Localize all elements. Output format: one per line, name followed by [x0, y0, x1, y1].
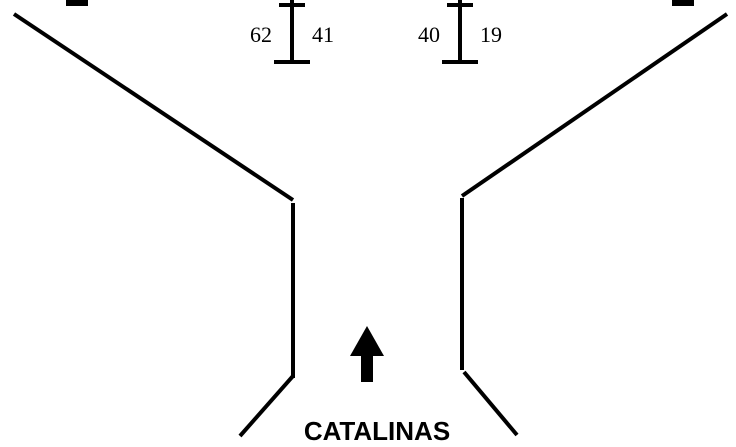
road-right-outline — [460, 12, 729, 198]
marker-right-value: 19 — [480, 22, 502, 47]
direction-label: CATALINAS — [304, 416, 450, 446]
marker-left-value: 40 — [418, 22, 440, 47]
kilometer-marker: 40 19 — [418, 0, 502, 64]
marker-right-value: 41 — [312, 22, 334, 47]
kilometer-marker: 62 41 — [250, 0, 334, 64]
up-arrow-icon — [350, 326, 384, 382]
road-left-outline — [12, 12, 295, 202]
road-right-exit — [462, 370, 519, 437]
road-left-exit — [238, 374, 295, 438]
marker-left-value: 62 — [250, 22, 272, 47]
